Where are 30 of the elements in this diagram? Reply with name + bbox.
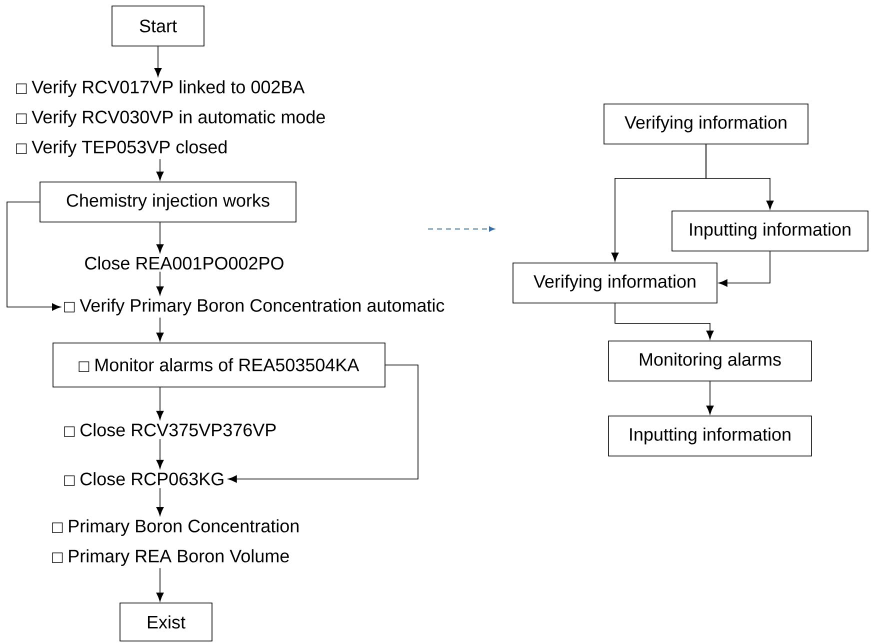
step-text: Close RCP063KG [64,472,224,486]
step-text: Close REA001PO002PO [85,256,284,270]
arrow [156,568,164,602]
process-box: Chemistry injection works [40,182,296,222]
arrow [156,271,164,296]
process-box: Verifying information [604,104,808,144]
process-box: Monitoring alarms [608,340,812,382]
arrow [156,317,164,342]
process-box: Monitor alarms of REA503504KA [52,342,386,388]
arrow [156,488,164,516]
checklist: Verify RCV017VP linked to 002BA Verify RCV030VP in automatic mode Verify TEP053VP closed [16,80,325,157]
arrow [156,158,164,180]
checklist: Primary Boron Concentration Primary REA Boron Volume [52,519,298,566]
process-box: Inputting information [608,416,812,456]
arrow [614,303,714,340]
process-box: Verifying information [512,262,718,304]
process-box: Inputting information [672,210,868,252]
step-text: Verify Primary Boron Concentration automatic [64,298,444,316]
arrow [718,251,770,287]
process-box: Start [112,6,204,46]
arrow [156,438,164,469]
arrow [156,387,164,420]
arrow [228,364,418,483]
arrow [6,202,61,311]
step-text: Close RCV375VP376VP [64,423,276,437]
arrow [706,381,714,414]
arrow [154,46,162,77]
process-box: Exist [120,602,212,642]
arrow [611,144,706,262]
arrow [156,222,164,254]
